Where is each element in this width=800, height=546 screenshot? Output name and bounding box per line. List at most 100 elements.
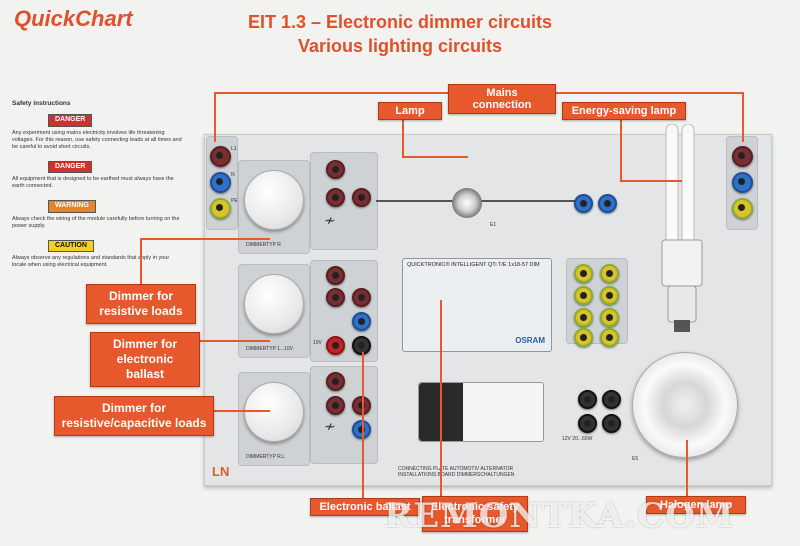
dimmer-knob-capacitive[interactable] (244, 382, 304, 442)
socket-dimmer2-minus[interactable] (352, 336, 371, 355)
safety-heading: Safety instructions (12, 100, 71, 107)
safety-text: All equipment that is designed to be ear… (12, 176, 174, 190)
callout-safety-transformer: Electronic safety transformer (422, 496, 528, 532)
socket-dimmer2-in[interactable] (326, 266, 345, 285)
brand-logo: QuickChart (14, 6, 133, 31)
danger-badge: DANGER (48, 160, 93, 174)
label-pe: PE (231, 198, 238, 204)
socket-n[interactable] (210, 172, 231, 193)
socket-trans-2[interactable] (602, 390, 621, 409)
callout-energy-saving-lamp: Energy-saving lamp (562, 102, 686, 120)
ballast-brand: OSRAM (515, 336, 545, 345)
socket-dimmer2-n[interactable] (352, 312, 371, 331)
leader-line (548, 92, 744, 94)
socket-grid[interactable] (600, 286, 619, 305)
dimmer-knob-ballast[interactable] (244, 274, 304, 334)
leader-line (402, 156, 468, 158)
socket-trans-3[interactable] (578, 414, 597, 433)
leader-line (214, 92, 448, 94)
leader-line (362, 352, 364, 498)
manufacturer-logo: LN (212, 464, 230, 479)
leader-line (620, 180, 682, 182)
socket-n-right[interactable] (732, 172, 753, 193)
socket-pe[interactable] (210, 198, 231, 219)
safety-text: Any experiment using mains electricity i… (12, 129, 182, 150)
leader-line (620, 116, 622, 180)
callout-halogen-lamp: Halogen lamp (646, 496, 746, 514)
dimmer-type-label: DIMMERTYP R (246, 242, 281, 248)
warning-badge: WARNING (48, 200, 96, 213)
socket-dimmer2-b[interactable] (352, 288, 371, 307)
page-subtitle: Various lighting circuits (297, 36, 503, 56)
dimmer-type-label: DIMMERTYP 1...10V (246, 346, 294, 352)
socket-grid[interactable] (574, 264, 593, 283)
socket-pe-right[interactable] (732, 198, 753, 219)
socket-dimmer3-n[interactable] (352, 420, 371, 439)
lamp-ref: E1 (490, 222, 497, 228)
dimmer-type-label: DIMMERTYP R,L (246, 454, 285, 460)
socket-dimmer3-a[interactable] (326, 396, 345, 415)
dimmer-knob-resistive[interactable] (244, 170, 304, 230)
safety-block-1: DANGER Any experiment using mains electr… (12, 114, 182, 150)
safety-block-4: CAUTION Always observe any regulations a… (12, 239, 182, 270)
socket-grid[interactable] (574, 286, 593, 305)
plate-text-2: INSTALLATIONS BOARD DIMMERSCHALTUNGEN (398, 472, 515, 478)
watermark: REMONTKA.COM (384, 496, 735, 536)
electronic-ballast-device: QUICKTRONIC® INTELLIGENT QTi T/E 1x18-57… (402, 258, 552, 352)
socket-trans-4[interactable] (602, 414, 621, 433)
socket-lamp-n-1[interactable] (574, 194, 593, 213)
socket-dimmer3-in[interactable] (326, 372, 345, 391)
danger-badge: DANGER (48, 114, 93, 127)
safety-text: Always observe any regulations and stand… (12, 255, 170, 269)
lamp-bulb-icon (452, 188, 482, 218)
socket-l1[interactable] (210, 146, 231, 167)
dimmer-symbol-icon: ≁ (324, 418, 336, 434)
label-n: N (231, 172, 235, 178)
leader-line (686, 440, 688, 496)
socket-grid[interactable] (600, 264, 619, 283)
label-l1: L1 (231, 146, 237, 152)
callout-dimmer-ballast: Dimmer for electronic ballast (90, 332, 200, 387)
socket-dimmer2-plus[interactable] (326, 336, 345, 355)
plate-text-1: CONNECTING PLATE AUTOMOTIV ALTERNATOR (398, 466, 514, 472)
leader-line (140, 238, 270, 240)
leader-line (742, 92, 744, 142)
safety-transformer-device (418, 382, 544, 442)
leader-line (214, 92, 216, 142)
leader-line (402, 116, 404, 156)
socket-dimmer1-a[interactable] (326, 188, 345, 207)
safety-block-3: WARNING Always check the wiring of the m… (12, 200, 182, 230)
callout-mains-connection: Mains connection (448, 84, 556, 114)
socket-trans-1[interactable] (578, 390, 597, 409)
socket-grid[interactable] (600, 308, 619, 327)
transformer-spec: 12V 20...60W (562, 436, 593, 442)
leader-line (140, 238, 142, 284)
energy-saving-lamp-icon (661, 124, 703, 332)
socket-dimmer1-b[interactable] (352, 188, 371, 207)
halogen-lamp-icon (632, 352, 738, 458)
voltage-label: 10V (313, 340, 322, 346)
socket-grid[interactable] (574, 328, 593, 347)
socket-dimmer3-b[interactable] (352, 396, 371, 415)
socket-dimmer2-a[interactable] (326, 288, 345, 307)
leader-line (440, 300, 442, 498)
dimmer-symbol-icon: ≁ (324, 212, 336, 228)
leader-line (206, 410, 270, 412)
socket-l1-right[interactable] (732, 146, 753, 167)
socket-dimmer1-in[interactable] (326, 160, 345, 179)
callout-lamp: Lamp (378, 102, 442, 120)
halogen-ref: E5 (632, 456, 639, 462)
caution-badge: CAUTION (48, 239, 94, 253)
socket-lamp-n-2[interactable] (598, 194, 617, 213)
callout-dimmer-capacitive: Dimmer for resistive/capacitive loads (54, 396, 214, 436)
leader-line (192, 340, 270, 342)
callout-dimmer-resistive: Dimmer for resistive loads (86, 284, 196, 324)
page-title: EIT 1.3 – Electronic dimmer circuits (247, 12, 553, 32)
safety-text: Always check the wiring of the module ca… (12, 215, 180, 229)
safety-instructions: Safety instructions DANGER Any experimen… (12, 100, 182, 279)
socket-grid[interactable] (574, 308, 593, 327)
ballast-header: QUICKTRONIC® INTELLIGENT QTi T/E 1x18-57… (407, 262, 540, 268)
callout-electronic-ballast: Electronic ballast (310, 498, 420, 516)
socket-grid[interactable] (600, 328, 619, 347)
safety-block-2: DANGER All equipment that is designed to… (12, 160, 182, 191)
